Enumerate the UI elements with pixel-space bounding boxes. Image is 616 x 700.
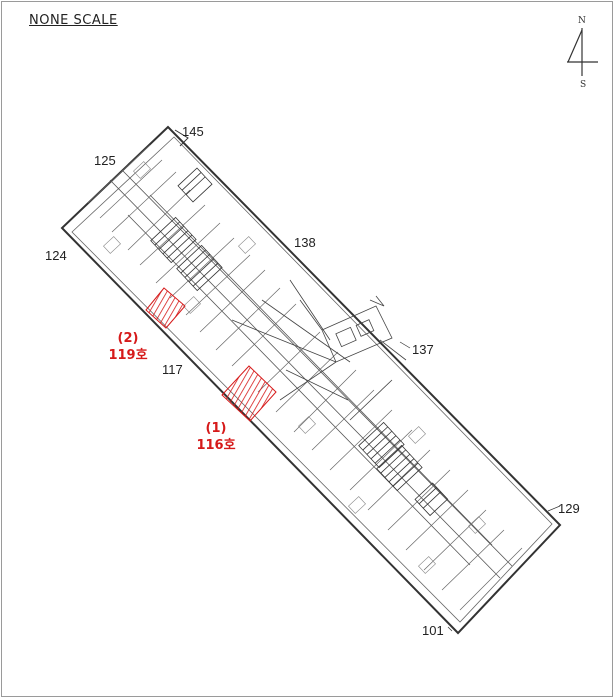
unit-label-125: 125 <box>94 153 116 168</box>
highlight-room-name: 119호 <box>108 348 148 363</box>
highlight-room-116[interactable] <box>221 365 277 422</box>
unit-label-129: 129 <box>558 501 580 516</box>
unit-label-145: 145 <box>182 124 204 139</box>
highlight-room-119[interactable] <box>145 287 186 329</box>
compass-south-label: S <box>580 80 587 90</box>
highlight-number: (2) <box>117 331 139 346</box>
north-arrow-icon <box>567 28 598 76</box>
scale-note: NONE SCALE <box>29 13 118 28</box>
stair-cores <box>150 167 449 517</box>
highlight-label-119[interactable]: (2) 119호 <box>108 330 148 364</box>
highlight-room-name: 116호 <box>196 438 236 453</box>
central-lobby <box>231 279 407 421</box>
label-leaders <box>399 341 561 632</box>
room-details <box>103 161 486 574</box>
unit-label-138: 138 <box>294 235 316 250</box>
unit-label-124: 124 <box>45 248 67 263</box>
room-partitions <box>87 144 523 611</box>
unit-label-137: 137 <box>412 342 434 357</box>
highlight-number: (1) <box>205 421 227 436</box>
compass-north-label: N <box>578 16 586 26</box>
unit-label-117: 117 <box>162 362 183 377</box>
highlight-label-116[interactable]: (1) 116호 <box>196 420 236 454</box>
unit-label-101: 101 <box>422 623 444 638</box>
building-outline <box>60 125 562 635</box>
